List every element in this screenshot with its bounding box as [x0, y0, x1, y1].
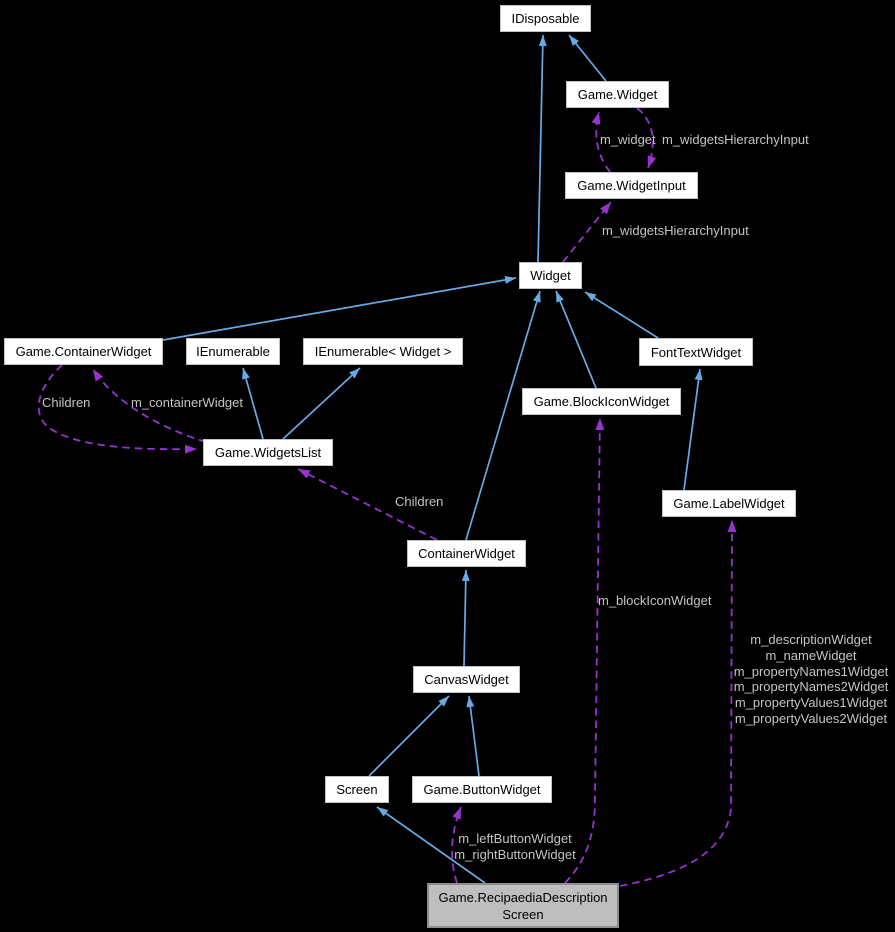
- edge-screen-to-canvaswidget: [368, 695, 450, 777]
- node-widget[interactable]: Widget: [519, 262, 582, 289]
- edge-label-labelwidget-members: m_descriptionWidget m_nameWidget m_prope…: [733, 632, 889, 726]
- edge-label-m-widgetshierarchyinput-mid: m_widgetsHierarchyInput: [602, 223, 749, 238]
- node-label: Widget: [530, 268, 571, 283]
- node-game-recipaediadescriptionscreen[interactable]: Game.RecipaediaDescription Screen: [427, 883, 619, 928]
- node-canvaswidget[interactable]: CanvasWidget: [413, 666, 520, 693]
- node-label-line: Screen: [502, 906, 544, 922]
- edge-recipaediascreen-to-labelwidget: [619, 519, 737, 887]
- edge-buttonwidget-to-canvaswidget: [466, 695, 480, 777]
- node-game-widget[interactable]: Game.Widget: [566, 81, 669, 108]
- node-label: CanvasWidget: [424, 672, 509, 687]
- node-label: Screen: [336, 782, 378, 797]
- edge-recipaediascreen-to-buttonwidget: [451, 806, 462, 884]
- node-label: IEnumerable: [196, 344, 270, 359]
- node-idisposable[interactable]: IDisposable: [500, 5, 591, 32]
- edge-widget-to-idisposable: [537, 34, 547, 263]
- node-game-widgetslist[interactable]: Game.WidgetsList: [203, 439, 333, 466]
- edge-gamewidget-to-idisposable: [568, 34, 607, 82]
- edge-labelwidget-to-fonttextwidget: [683, 368, 703, 491]
- edge-widgetinput-to-gamewidget-m-widget: [591, 111, 611, 173]
- edge-label-m-blockiconwidget: m_blockIconWidget: [598, 593, 712, 608]
- node-game-containerwidget[interactable]: Game.ContainerWidget: [4, 338, 163, 365]
- node-label: FontTextWidget: [650, 344, 742, 360]
- node-label: ContainerWidget: [418, 546, 515, 561]
- node-label: Game.WidgetsList: [214, 445, 322, 460]
- edge-label-m-containerwidget: m_containerWidget: [131, 395, 243, 410]
- node-fonttextwidget[interactable]: FontTextWidget: [639, 338, 753, 366]
- node-label-line: Game.RecipaediaDescription: [438, 889, 608, 905]
- edge-widgetslist-to-ienumerable: [242, 367, 264, 440]
- node-game-blockiconwidget[interactable]: Game.BlockIconWidget: [522, 388, 681, 415]
- edge-canvaswidget-to-containerwidget: [461, 569, 470, 667]
- node-label: Game.LabelWidget: [673, 496, 785, 511]
- edge-containerwidget-to-widget: [465, 290, 541, 541]
- edge-label-button-members: m_leftButtonWidget m_rightButtonWidget: [454, 831, 576, 862]
- node-label: IEnumerable< Widget >: [314, 344, 452, 359]
- node-label: Game.WidgetInput: [577, 178, 686, 193]
- edge-widget-to-widgetinput-m-widgetshierarchyinput: [562, 201, 612, 263]
- edge-gamecontainerwidget-to-widgetslist-children: [37, 364, 198, 454]
- edge-label-children-left: Children: [42, 395, 91, 410]
- edge-blockiconwidget-to-widget: [555, 290, 597, 389]
- node-label: Game.ContainerWidget: [15, 344, 152, 359]
- edge-containerwidget-to-widgetslist-children: [297, 468, 438, 541]
- node-game-labelwidget[interactable]: Game.LabelWidget: [662, 490, 796, 517]
- node-ienumerable[interactable]: IEnumerable: [186, 338, 280, 365]
- edge-label-m-widgetshierarchyinput-top: m_widgetsHierarchyInput: [662, 132, 809, 147]
- edge-label-m-widget: m_widget: [600, 132, 656, 147]
- edge-recipaediascreen-to-blockiconwidget: [564, 417, 605, 884]
- node-label: Game.Widget: [577, 87, 658, 102]
- node-label: IDisposable: [511, 11, 580, 26]
- edge-label-children-mid: Children: [395, 494, 444, 509]
- edge-gamecontainerwidget-to-widget: [162, 275, 517, 341]
- edge-widgetslist-to-ienumerablewidget: [282, 367, 361, 440]
- edge-recipaediascreen-to-screen: [376, 806, 486, 884]
- node-game-widgetinput[interactable]: Game.WidgetInput: [565, 172, 698, 199]
- node-label: Game.BlockIconWidget: [533, 394, 670, 409]
- edge-widgetslist-to-gamecontainerwidget-m-containerwidget: [92, 368, 207, 443]
- node-containerwidget[interactable]: ContainerWidget: [407, 540, 526, 567]
- node-label: Game.ButtonWidget: [423, 782, 541, 797]
- edge-fonttextwidget-to-widget: [584, 291, 659, 339]
- node-ienumerable-widget[interactable]: IEnumerable< Widget >: [303, 338, 463, 365]
- node-game-buttonwidget[interactable]: Game.ButtonWidget: [412, 776, 552, 803]
- node-screen[interactable]: Screen: [325, 776, 389, 803]
- edge-gamewidget-to-widgetinput-m-widgetshierarchyinput: [636, 107, 657, 169]
